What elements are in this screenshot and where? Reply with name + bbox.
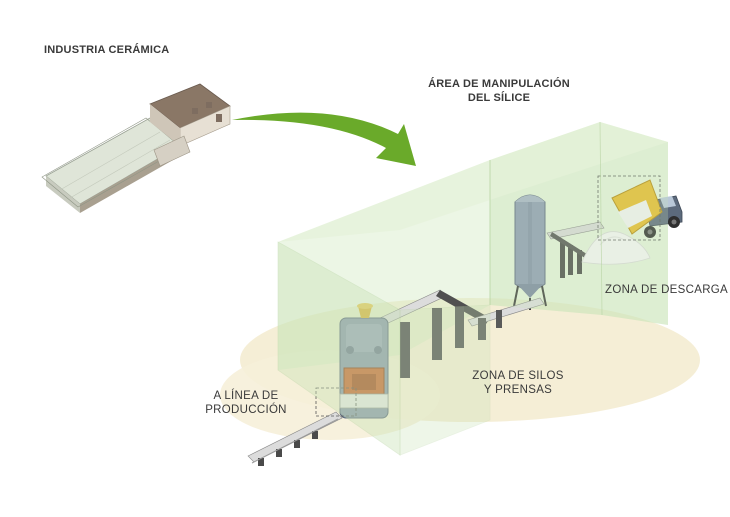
unloading-zone-label: ZONA DE DESCARGA xyxy=(605,283,728,297)
silos-zone-label-line2: Y PRENSAS xyxy=(483,384,553,397)
unloading-zone-label-text: ZONA DE DESCARGA xyxy=(605,284,729,296)
production-line-label-line2: PRODUCCIÓN xyxy=(205,404,287,417)
silos-zone-label: ZONA DE SILOS Y PRENSAS xyxy=(470,369,566,398)
dump-truck xyxy=(597,175,683,241)
unloading-conveyor xyxy=(546,221,605,278)
flow-arrow xyxy=(232,112,416,166)
main-conveyor xyxy=(379,289,545,378)
production-line-label: A LÍNEA DE PRODUCCIÓN xyxy=(198,389,294,418)
silos-zone-label-line1: ZONA DE SILOS xyxy=(472,370,564,382)
factory-building xyxy=(41,83,231,213)
silica-area-label-line2: DEL SÍLICE xyxy=(467,91,531,104)
enclosure-front xyxy=(277,121,668,456)
silica-area-label: ÁREA DE MANIPULACIÓN DEL SÍLICE xyxy=(420,78,578,106)
industry-label-text: INDUSTRIA CERÁMICA xyxy=(44,44,170,56)
press-machine xyxy=(315,303,389,419)
industry-label: INDUSTRIA CERÁMICA xyxy=(44,44,169,58)
output-conveyor xyxy=(247,411,343,466)
silica-area-label-line1: ÁREA DE MANIPULACIÓN xyxy=(428,78,570,90)
production-line-label-line1: A LÍNEA DE xyxy=(213,390,279,402)
